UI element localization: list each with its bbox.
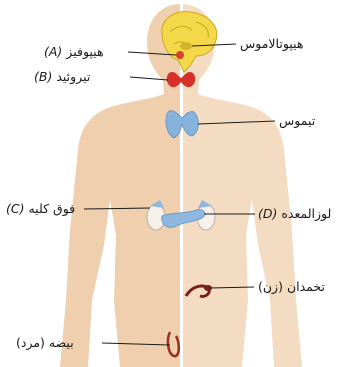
label-thymus: تیموس <box>279 113 315 128</box>
label-thyroid-tag: (B) <box>34 69 52 84</box>
hypothalamus-gland <box>180 42 192 50</box>
label-adrenal-text: فوق کلیه <box>28 201 75 216</box>
label-testis-text: بیضه (مرد) <box>16 335 74 350</box>
label-pituitary-tag: (A) <box>44 44 62 59</box>
label-ovary-text: تخمدان (زن) <box>258 279 325 294</box>
body-silhouette-female <box>181 4 302 367</box>
label-pituitary-text: هیپوفیز <box>66 44 103 59</box>
label-adrenal-tag: (C) <box>6 201 24 216</box>
label-ovary: تخمدان (زن) <box>258 279 325 294</box>
label-thymus-text: تیموس <box>279 113 315 128</box>
label-pancreas-text: لوزالمعده <box>281 206 331 221</box>
label-hypothalamus: هیپوتالاموس <box>240 36 303 51</box>
label-hypothalamus-text: هیپوتالاموس <box>240 36 303 51</box>
label-pituitary: هیپوفیز (A) <box>44 44 104 59</box>
pituitary-gland <box>176 51 184 59</box>
label-testis: بیضه (مرد) <box>16 335 74 350</box>
label-adrenal: فوق کلیه (C) <box>6 201 75 216</box>
label-pancreas-tag: (D) <box>258 206 277 221</box>
label-thyroid-text: تیروئید <box>56 69 90 84</box>
label-thyroid: تیروئید (B) <box>34 69 90 84</box>
label-pancreas: لوزالمعده (D) <box>258 206 331 221</box>
